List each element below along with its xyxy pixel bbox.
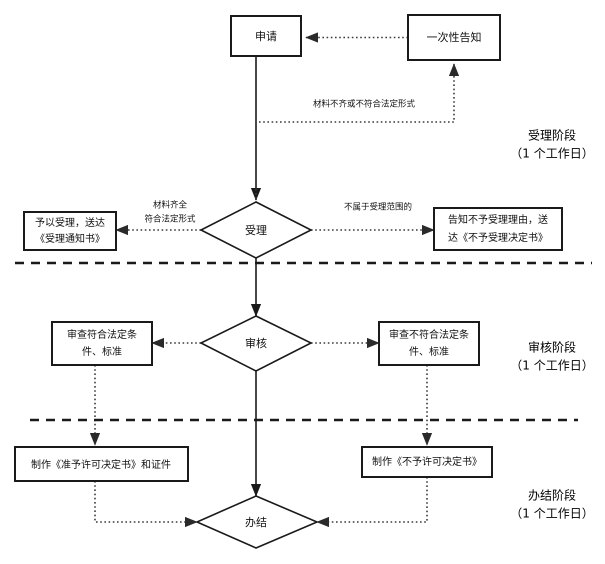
node-review-pass-line1: 审查符合法定条 [67,328,137,341]
node-apply-label: 申请 [255,30,277,43]
node-accept-yes[interactable]: 予以受理，送达 《受理通知书》 [23,211,117,251]
stage-complete-name: 办结阶段 [528,488,576,503]
stage-label-accept: 受理阶段 （1 个工作日） [510,128,593,161]
stage-label-complete: 办结阶段 （1 个工作日） [510,488,593,521]
node-review[interactable]: 审核 [199,315,313,372]
node-review-pass-line2: 件、标准 [82,346,122,358]
edge-label-complete-materials-line2: 符合法定形式 [144,214,196,225]
stage-review-name: 审核阶段 [528,340,576,355]
edge-deny-to-complete [316,477,428,528]
node-deny-doc[interactable]: 制作《不予许可决定书》 [361,446,493,478]
node-grant-doc-label: 制作《准予许可决定书》和证件 [31,458,171,471]
node-grant-doc[interactable]: 制作《准予许可决定书》和证件 [14,446,189,482]
edge-label-out-of-scope: 不属于受理范围的 [344,202,412,213]
stage-complete-duration: （1 个工作日） [510,507,593,521]
node-complete-label: 办结 [245,516,267,529]
node-accept-no-line2: 达《不予受理决定书》 [448,231,548,244]
stage-accept-duration: （1 个工作日） [510,147,593,161]
node-accept-no[interactable]: 告知不予受理理由，送 达《不予受理决定书》 [433,207,563,251]
node-review-fail-line1: 审查不符合法定条 [389,328,469,341]
edge-accept-to-notice [255,63,460,203]
node-accept-yes-line2: 《受理通知书》 [35,232,105,245]
edge-label-incomplete-materials: 材料不齐或不符合法定形式 [313,99,416,110]
node-one-time-notice[interactable]: 一次性告知 [407,14,501,61]
node-accept[interactable]: 受理 [199,201,313,259]
node-accept-no-line1: 告知不予受理理由，送 [448,213,548,226]
node-complete[interactable]: 办结 [195,495,320,549]
stage-label-review: 审核阶段 （1 个工作日） [510,340,593,373]
node-review-pass[interactable]: 审查符合法定条 件、标准 [51,321,153,366]
node-one-time-notice-label: 一次性告知 [427,30,482,44]
node-review-fail-line2: 件、标准 [409,346,449,358]
node-apply[interactable]: 申请 [230,15,302,57]
node-deny-doc-label: 制作《不予许可决定书》 [372,455,482,468]
node-review-fail[interactable]: 审查不符合法定条 件、标准 [378,321,480,366]
stage-review-duration: （1 个工作日） [510,359,593,373]
stage-accept-name: 受理阶段 [528,128,576,143]
edge-label-complete-materials-line1: 材料齐全 [153,200,188,211]
node-accept-label: 受理 [245,224,267,237]
edge-grant-to-complete [94,481,198,528]
node-accept-yes-line1: 予以受理，送达 [35,216,105,229]
node-review-label: 审核 [245,336,267,350]
